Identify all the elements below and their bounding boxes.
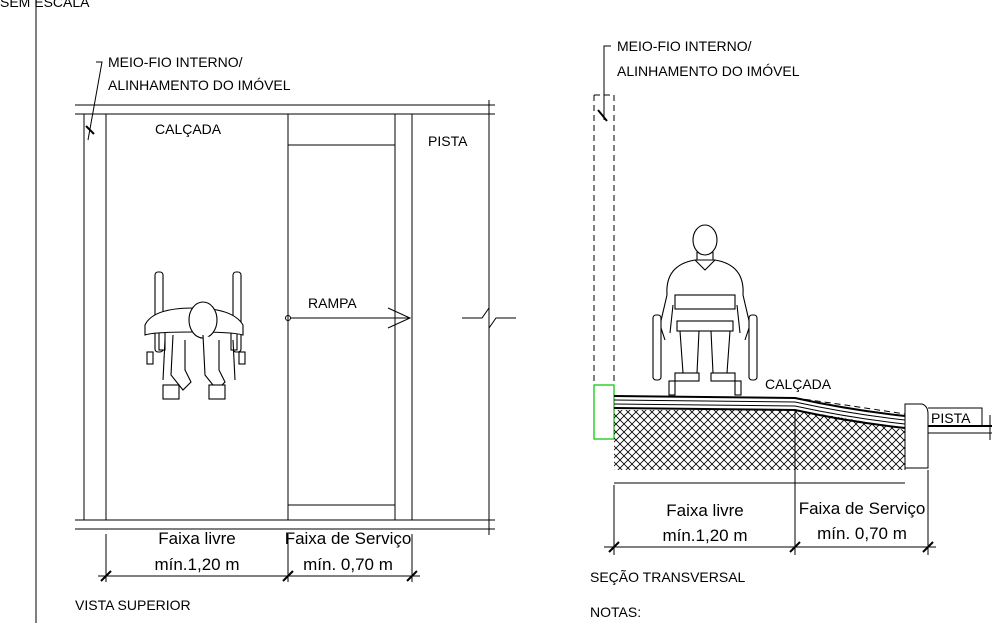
notes-label: NOTAS:	[590, 604, 641, 620]
section-soil-hatch	[614, 410, 905, 470]
cross-section: MEIO-FIO INTERNO/ ALINHAMENTO DO IMÓVEL …	[590, 38, 992, 585]
section-caption: SEÇÃO TRANSVERSAL	[590, 569, 746, 585]
section-free-strip-dim: mín.1,20 m	[662, 526, 747, 545]
section-outer-curb	[904, 403, 929, 469]
section-free-strip-title: Faixa livre	[666, 501, 743, 520]
top-callout-line-2: ALINHAMENTO DO IMÓVEL	[108, 77, 291, 93]
top-service-strip-title: Faixa de Serviço	[285, 529, 412, 548]
section-slope-dash	[794, 397, 906, 415]
top-ramp-arrowhead	[387, 307, 412, 329]
section-callout-line-1: MEIO-FIO INTERNO/	[617, 38, 752, 54]
top-sidewalk-label: CALÇADA	[155, 121, 222, 137]
section-inner-curb	[593, 384, 615, 440]
top-road-label: PISTA	[428, 133, 468, 149]
section-sidewalk-label: CALÇADA	[765, 376, 832, 392]
section-pavement-layer-1	[613, 399, 906, 421]
top-callout-line-1: MEIO-FIO INTERNO/	[108, 54, 243, 70]
top-ramp-label: RAMPA	[308, 295, 357, 311]
section-wheelchair-user	[652, 224, 758, 396]
top-free-strip-title: Faixa livre	[158, 529, 235, 548]
section-callout-tick	[597, 109, 608, 122]
section-service-strip-dim: mín. 0,70 m	[817, 524, 907, 543]
section-road-leader	[928, 407, 983, 425]
top-free-strip-dim: mín.1,20 m	[154, 555, 239, 574]
section-callout-line-2: ALINHAMENTO DO IMÓVEL	[617, 63, 800, 79]
top-break-symbol	[462, 306, 516, 330]
top-view: MEIO-FIO INTERNO/ ALINHAMENTO DO IMÓVEL …	[75, 54, 516, 613]
section-pavement-layer-2	[613, 403, 906, 425]
section-road-label: PISTA	[931, 410, 971, 426]
scale-note: SEM ESCALA	[0, 0, 90, 10]
top-callout-tick	[85, 125, 95, 135]
top-service-strip-dim: mín. 0,70 m	[303, 555, 393, 574]
section-service-strip-title: Faixa de Serviço	[799, 499, 926, 518]
section-dim-ticks	[608, 541, 934, 553]
top-callout-leader	[87, 61, 103, 141]
top-wheelchair-user	[144, 271, 246, 400]
top-view-caption: VISTA SUPERIOR	[75, 597, 191, 613]
section-pavement-layer-3	[613, 407, 906, 429]
top-dim-ticks	[100, 570, 418, 582]
section-callout-leader	[603, 45, 611, 120]
